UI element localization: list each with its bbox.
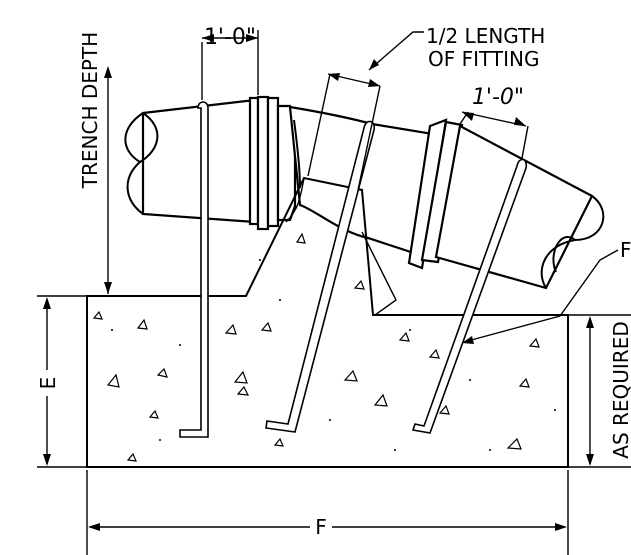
as-required-dimension: AS REQUIRED [568, 314, 631, 468]
rebar-strap-middle [265, 120, 376, 433]
left-coupling [248, 95, 297, 231]
half-length-label: 1/2 LENGTH [426, 24, 545, 48]
trench-depth-label: TRENCH DEPTH [78, 32, 102, 189]
dimension-e-label: E [36, 377, 60, 390]
pipe-bend-section [288, 105, 435, 257]
as-required-label: AS REQUIRED [609, 321, 631, 458]
right-coupling [407, 118, 464, 270]
right-callout-label: F [620, 238, 631, 262]
pipe-right-section [434, 124, 605, 290]
right-dimension: 1'-0" [459, 85, 529, 159]
top-dimension-label: 1'-0" [204, 25, 256, 50]
concrete-thrust-block [86, 176, 569, 468]
rebar-strap-left [179, 101, 209, 438]
rebar-strap-right [411, 158, 528, 434]
right-dimension-label: 1'-0" [472, 85, 524, 110]
dimension-e: E [36, 295, 87, 468]
trench-depth-dimension: TRENCH DEPTH [78, 32, 112, 294]
right-callout: F [462, 238, 631, 344]
pipe-left-section [124, 98, 257, 224]
dimension-f: F [86, 470, 569, 555]
dimension-f-label: F [315, 515, 327, 539]
of-fitting-label: OF FITTING [428, 47, 539, 71]
top-dimension: 1'-0" [201, 25, 259, 100]
half-length-dimension: 1/2 LENGTH OF FITTING [307, 24, 545, 191]
